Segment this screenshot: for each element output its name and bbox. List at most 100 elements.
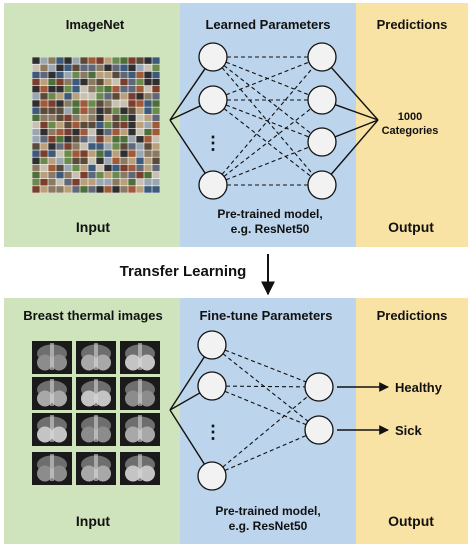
input-connection	[169, 409, 206, 465]
mosaic-tile	[64, 100, 72, 107]
mosaic-tile	[120, 114, 128, 122]
mosaic-tile	[104, 157, 112, 165]
mosaic-tile	[56, 143, 64, 150]
neuron-node	[307, 42, 337, 72]
mosaic-tile	[128, 57, 136, 64]
mosaic-tile	[152, 178, 160, 186]
mosaic-tile	[96, 107, 104, 114]
mosaic-tile	[136, 114, 144, 122]
mosaic-tile	[152, 150, 160, 157]
mosaic-tile	[72, 150, 80, 157]
mosaic-tile	[88, 71, 96, 79]
mosaic-tile	[104, 78, 112, 86]
mosaic-tile	[144, 71, 152, 79]
mosaic-tile	[56, 107, 64, 114]
mosaic-tile	[144, 178, 152, 186]
mosaic-tile	[96, 150, 104, 157]
thermal-right-breast	[51, 390, 67, 407]
mosaic-tile	[88, 78, 96, 86]
top-params-title: Learned Parameters	[205, 17, 330, 32]
mosaic-tile	[104, 85, 112, 93]
mosaic-tile	[64, 107, 72, 114]
mosaic-tile	[128, 114, 136, 122]
mosaic-tile	[96, 186, 104, 193]
mosaic-tile	[128, 128, 136, 136]
mosaic-tile	[40, 85, 48, 93]
mosaic-tile	[96, 78, 104, 86]
thermal-sternum	[94, 379, 98, 406]
class-healthy-label: Healthy	[395, 380, 443, 395]
top-output-count: 1000	[398, 111, 422, 123]
mosaic-tile	[72, 107, 80, 114]
neuron-node	[198, 170, 228, 200]
mosaic-tile	[48, 78, 56, 86]
mosaic-tile	[152, 186, 160, 193]
mosaic-tile	[72, 121, 80, 129]
mosaic-tile	[144, 100, 152, 107]
mosaic-tile	[96, 85, 104, 93]
mosaic-tile	[152, 121, 160, 129]
mosaic-tile	[128, 178, 136, 186]
input-connection	[169, 119, 206, 174]
mosaic-tile	[88, 85, 96, 93]
mosaic-tile	[120, 178, 128, 186]
dashed-connection	[225, 146, 310, 181]
mosaic-tile	[120, 107, 128, 114]
mosaic-tile	[144, 128, 152, 136]
thermal-image	[76, 377, 116, 410]
dashed-connection	[223, 108, 312, 177]
dashed-connection	[224, 390, 307, 426]
neuron-node	[198, 85, 228, 115]
neuron-node	[304, 415, 334, 445]
mosaic-tile	[112, 143, 120, 150]
mosaic-tile	[128, 136, 136, 143]
mosaic-tile	[40, 100, 48, 107]
mosaic-tile	[88, 64, 96, 72]
mosaic-tile	[96, 128, 104, 136]
mosaic-tile	[144, 143, 152, 150]
mosaic-tile	[144, 85, 152, 93]
mosaic-tile	[40, 143, 48, 150]
bottom-predictions-title: Predictions	[377, 308, 448, 323]
thermal-left-breast	[125, 354, 141, 371]
mosaic-tile	[80, 128, 88, 136]
mosaic-tile	[80, 150, 88, 157]
bottom-output-label: Output	[388, 513, 434, 529]
mosaic-tile	[64, 164, 72, 172]
mosaic-tile	[152, 64, 160, 72]
thermal-right-breast	[51, 426, 67, 443]
class-sick-label: Sick	[395, 423, 423, 438]
thermal-right-breast	[139, 465, 155, 482]
output-connection	[330, 66, 379, 121]
mosaic-tile	[152, 157, 160, 165]
thermal-left-breast	[81, 426, 97, 443]
dashed-connection	[224, 435, 307, 471]
thermal-image	[32, 413, 72, 446]
mosaic-tile	[72, 186, 80, 193]
mosaic-tile	[64, 178, 72, 186]
mosaic-tile	[32, 171, 40, 179]
mosaic-tile	[64, 186, 72, 193]
mosaic-tile	[120, 136, 128, 143]
mosaic-tile	[64, 71, 72, 79]
mosaic-tile	[32, 178, 40, 186]
dashed-connection	[223, 65, 312, 134]
mosaic-tile	[112, 121, 120, 129]
mosaic-tile	[88, 100, 96, 107]
thermal-sternum	[138, 415, 142, 442]
mosaic-tile	[56, 128, 64, 136]
mosaic-tile	[64, 93, 72, 100]
mosaic-tile	[144, 121, 152, 129]
mosaic-tile	[72, 143, 80, 150]
mosaic-tile	[48, 71, 56, 79]
mosaic-tile	[72, 136, 80, 143]
mosaic-tile	[64, 150, 72, 157]
thermal-right-breast	[95, 390, 111, 407]
thermal-right-breast	[139, 390, 155, 407]
imagenet-mosaic	[32, 57, 160, 193]
mosaic-tile	[64, 114, 72, 122]
output-connection	[330, 119, 379, 175]
thermal-right-breast	[51, 465, 67, 482]
mosaic-tile	[48, 85, 56, 93]
mosaic-tile	[104, 171, 112, 179]
